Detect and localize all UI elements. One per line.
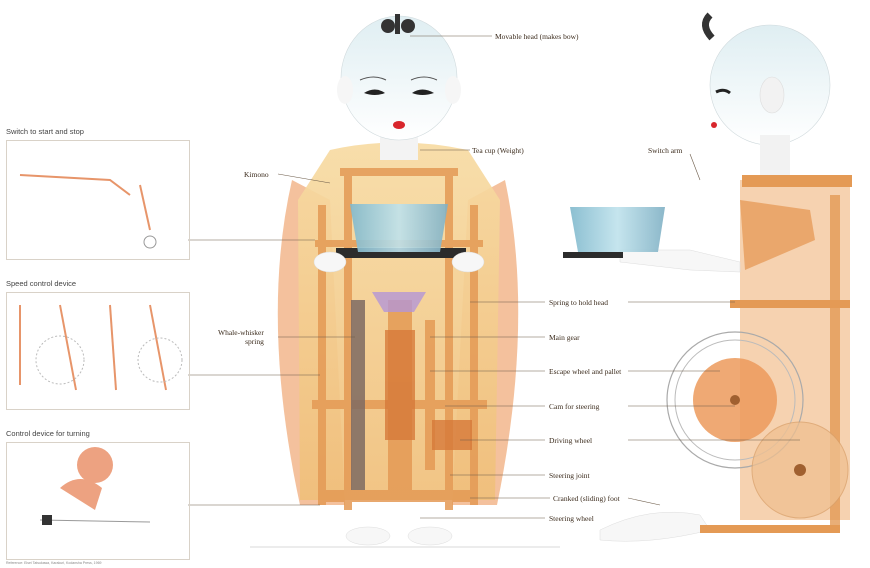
reference-note: Reference: Eisei Tatsukawa, Karakuri, Ko… [6,561,101,565]
label-spring-hold-head: Spring to hold head [549,298,608,307]
label-tea-cup: Tea cup (Weight) [472,146,524,155]
turning-panel [6,442,190,560]
label-kimono: Kimono [244,170,269,179]
label-whale-whisker: Whale-whisker spring [218,328,264,346]
label-steering-joint: Steering joint [549,471,590,480]
switch-panel [6,140,190,260]
speed-panel [6,292,190,410]
side-figure [563,15,852,541]
label-cam-steering: Cam for steering [549,402,599,411]
panel-title-speed: Speed control device [6,279,76,288]
panel-title-turning: Control device for turning [6,429,90,438]
label-driving-wheel: Driving wheel [549,436,592,445]
panel-title-switch: Switch to start and stop [6,127,84,136]
label-steering-wheel: Steering wheel [549,514,594,523]
label-switch-arm: Switch arm [648,146,682,155]
label-cranked-foot: Cranked (sliding) foot [553,494,620,503]
label-main-gear: Main gear [549,333,580,342]
label-escape-wheel: Escape wheel and pallet [549,367,621,376]
label-movable-head: Movable head (makes bow) [495,32,579,41]
front-figure [250,14,560,547]
